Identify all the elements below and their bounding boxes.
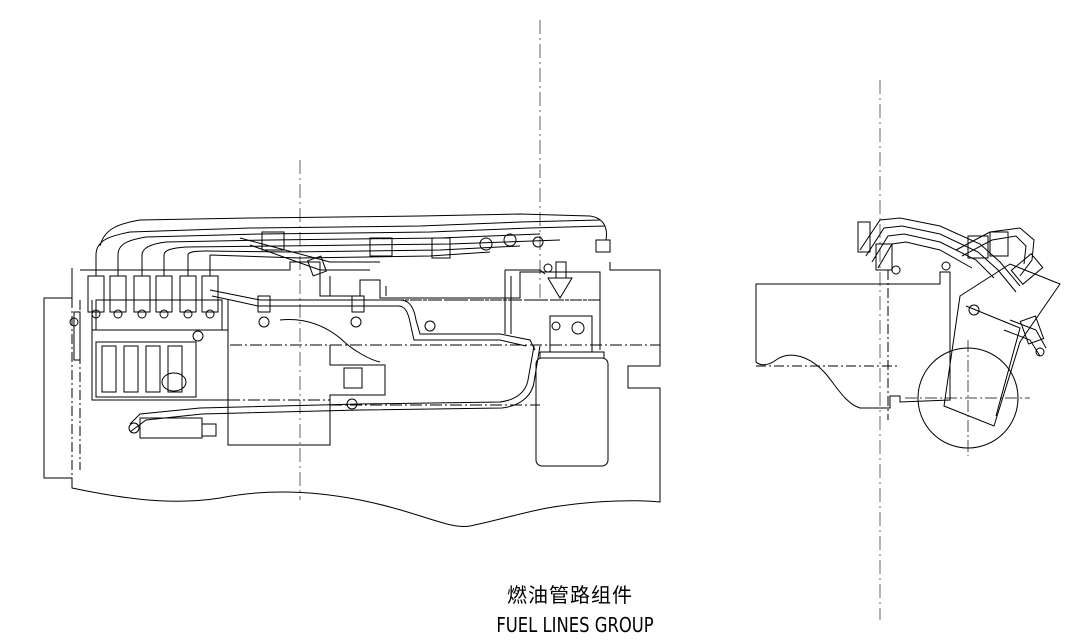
- lower-block-dash: [228, 399, 540, 406]
- clamps: [69, 276, 600, 361]
- centerlines: [299, 20, 881, 620]
- fuel-filter: [535, 261, 609, 467]
- injector-row: [87, 255, 219, 319]
- cylinder-head-outline: [80, 261, 601, 350]
- return-line: [128, 345, 541, 439]
- injection-pump: [91, 299, 228, 401]
- caption-chinese: 燃油管路组件: [507, 583, 633, 607]
- caption-english: FUEL LINES GROUP: [496, 613, 654, 637]
- engine-block-outline: [43, 262, 661, 528]
- lower-block: [227, 300, 386, 446]
- hp-fuel-lines: [95, 213, 611, 277]
- oil-cooler-bay: [279, 319, 381, 363]
- end-view-block: [755, 271, 951, 409]
- end-view-lines: [857, 217, 1047, 357]
- end-view-centerline: [756, 270, 900, 420]
- inclined-housing: [943, 263, 1061, 427]
- head-dashed-edge: [230, 299, 660, 346]
- pulley-centerlines: [905, 340, 1030, 456]
- lp-fuel-line: [209, 263, 553, 351]
- inclined-housing-inner: [965, 305, 1021, 417]
- side-view: [43, 20, 881, 620]
- end-view: [755, 217, 1061, 456]
- block-inner-edge: [71, 298, 81, 478]
